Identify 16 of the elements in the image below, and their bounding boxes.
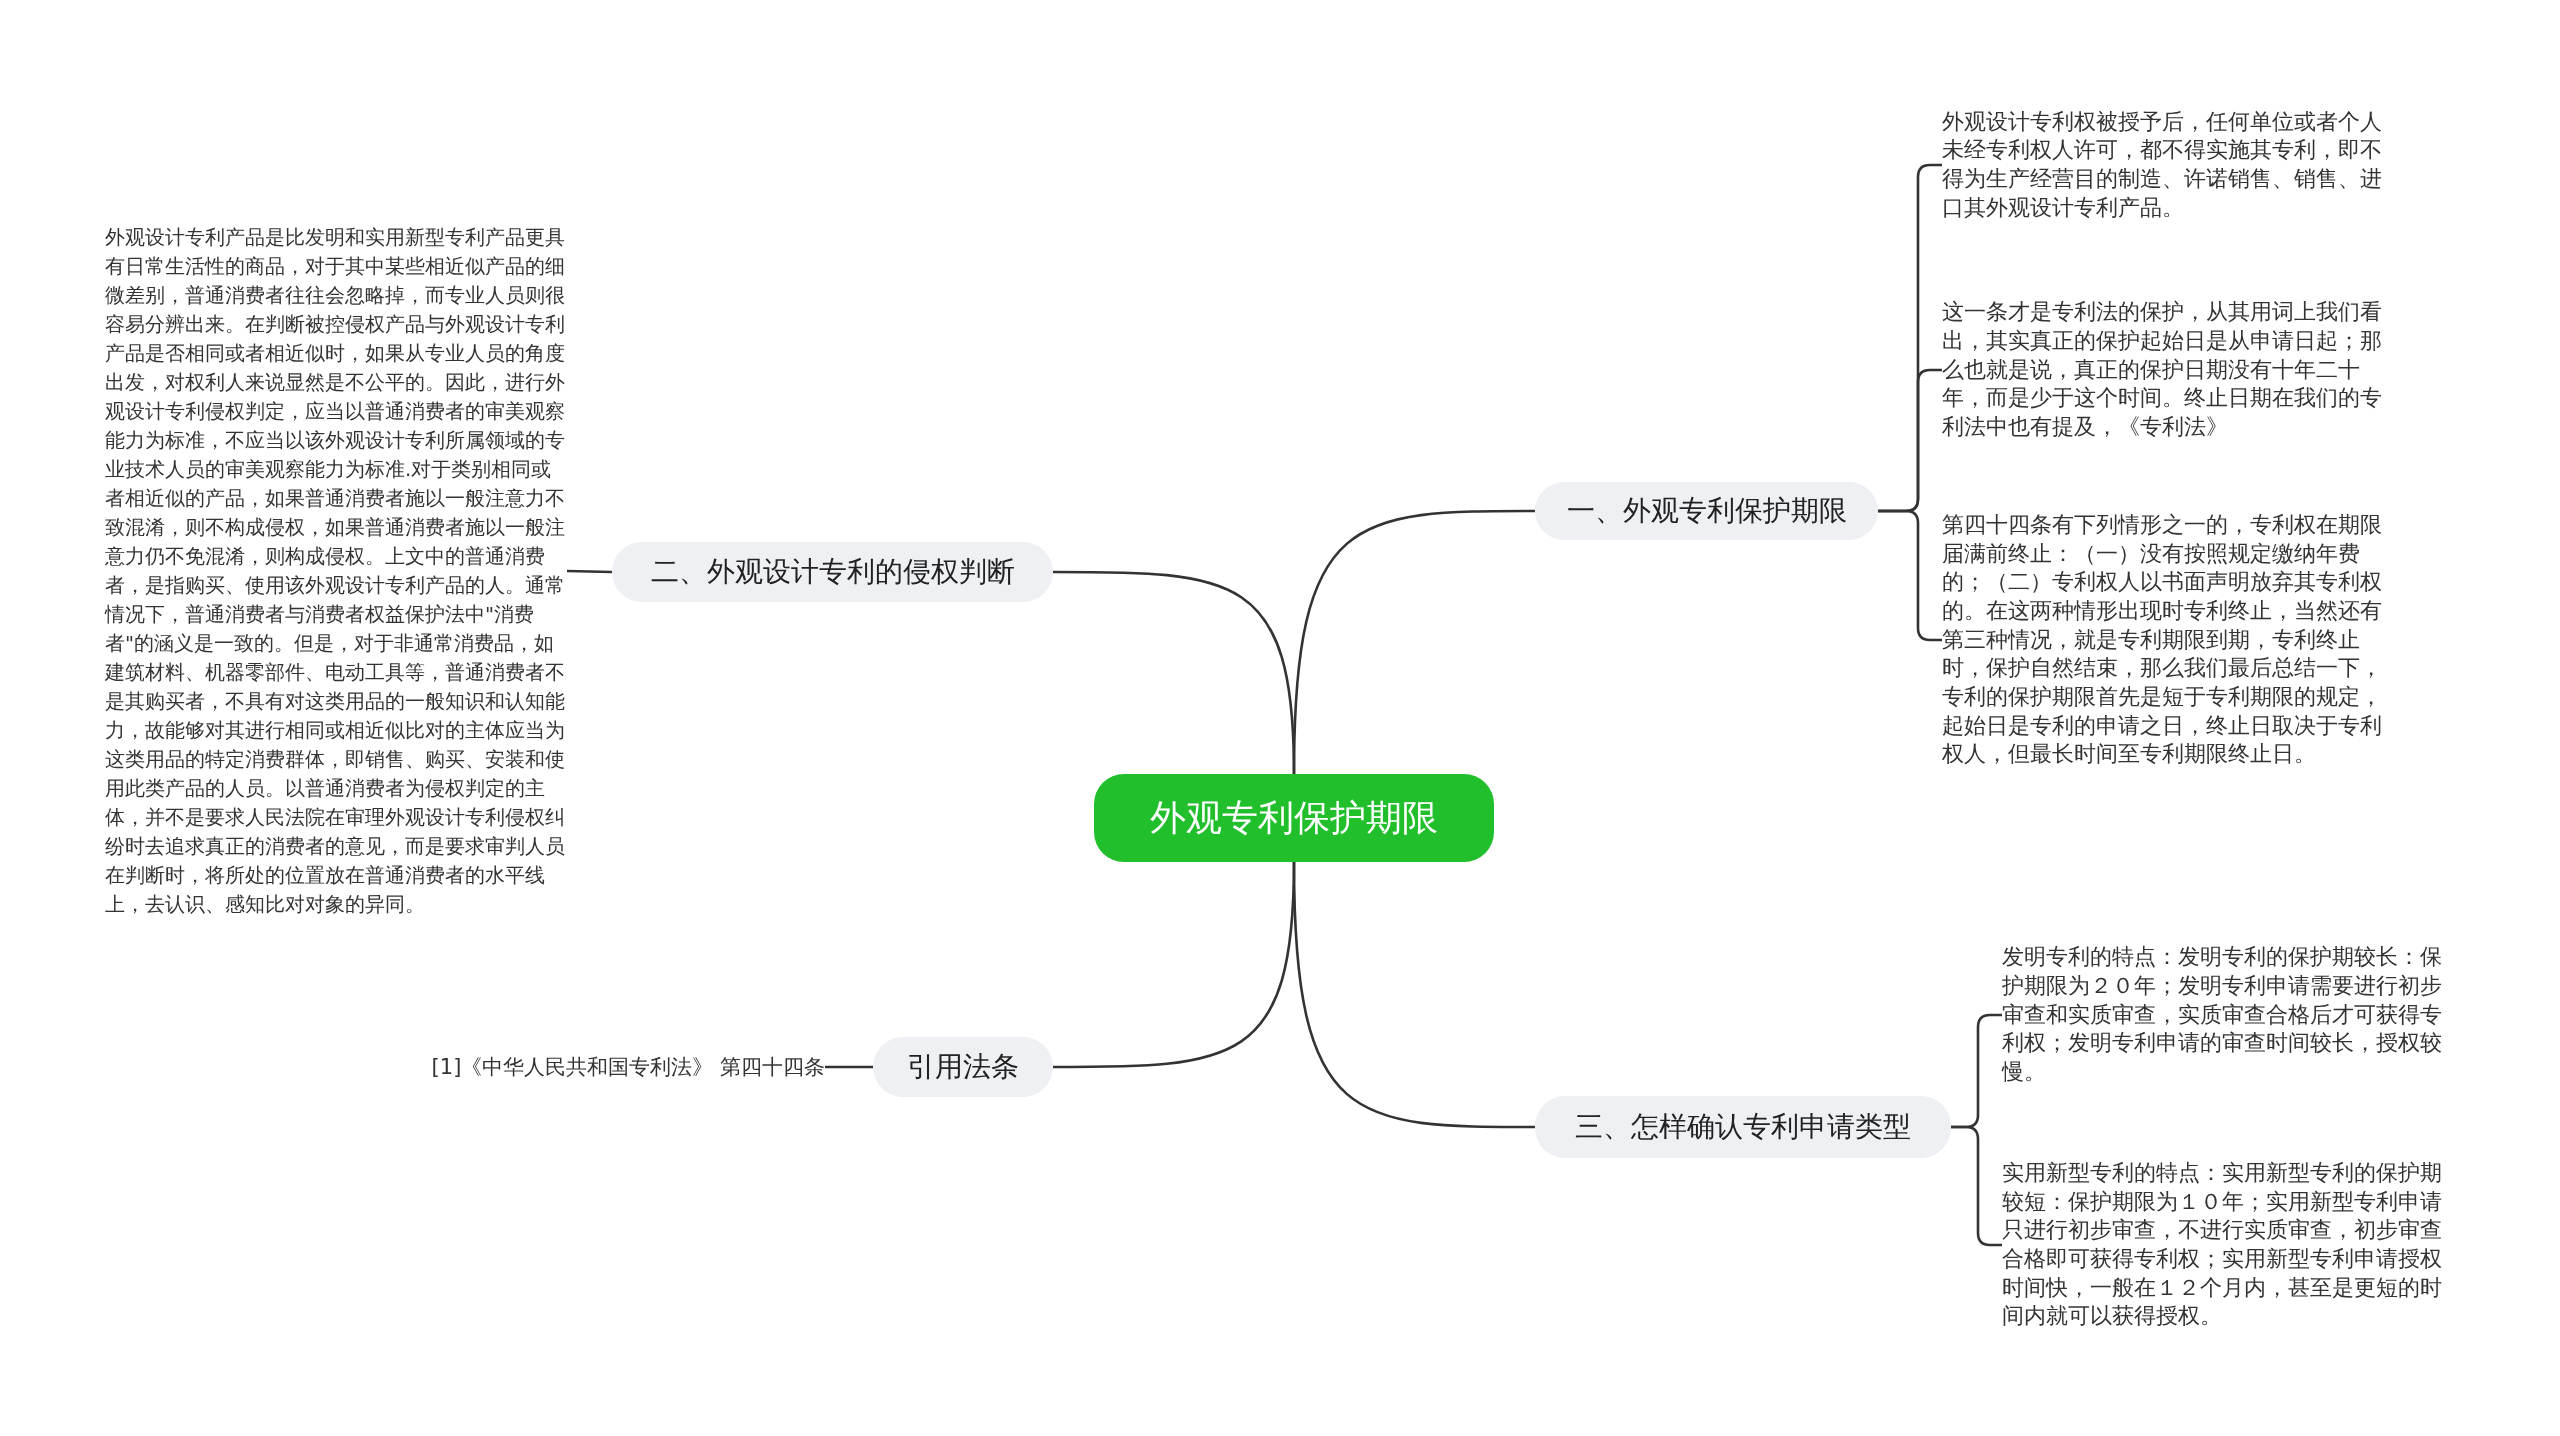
note-text: 这一条才是专利法的保护，从其用词上我们看出，其实真正的保护起始日是从申请日起；那么也就是说，真正的保护日期没有十年二十年，而是少于这个时间。终止日期在我们的专利法中也有提及，《专利法》 xyxy=(1942,298,2383,442)
connector-line xyxy=(1292,861,1535,1129)
note-text: 第四十四条有下列情形之一的，专利权在期限届满前终止：（一）没有按照规定缴纳年费的；（二）专利权人以书面声明放弃其专利权的。在这两种情形出现时专利终止，当然还有第三种情况，就是专利期限到期，专利终止时，保护自然结束，那么我们最后总结一下，专利的保护期限首先是短于专利期限的规定，起始日是专利的申请之日，终止日取决于专利权人，但最长时间至专利期限终止日。 xyxy=(1942,510,2383,769)
topic-pill: 三、怎样确认专利申请类型 xyxy=(1535,1096,1951,1158)
note-text: 实用新型专利的特点：实用新型专利的保护期较短：保护期限为１０年；实用新型专利申请只进行初步审查，不进行实质审查，初步审查合格即可获得专利权；实用新型专利申请授权时间快，一般在１２个月内，甚至是更短的时间内就可以获得授权。 xyxy=(2002,1158,2443,1331)
central-topic: 外观专利保护期限 xyxy=(1094,774,1494,862)
connector-line xyxy=(566,569,613,574)
connector-line xyxy=(825,1065,873,1069)
topic-pill: 引用法条 xyxy=(873,1037,1053,1097)
connector-line xyxy=(1053,570,1296,775)
note-text: 外观设计专利权被授予后，任何单位或者个人未经专利权人许可，都不得实施其专利，即不得为生产经营目的制造、许诺销售、销售、进口其外观设计专利产品。 xyxy=(1942,107,2383,222)
note-text: [1]《中华人民共和国专利法》 第四十四条 xyxy=(431,1053,825,1081)
note-text: 发明专利的特点：发明专利的保护期较长：保护期限为２０年；发明专利申请需要进行初步审查和实质审查，实质审查合格后才可获得专利权；发明专利申请的审查时间较长，授权较慢。 xyxy=(2002,943,2443,1087)
topic-pill: 一、外观专利保护期限 xyxy=(1535,482,1878,540)
topic-pill: 二、外观设计专利的侵权判断 xyxy=(612,542,1053,602)
note-text: 外观设计专利产品是比发明和实用新型专利产品更具有日常生活性的商品，对于其中某些相近似产品的细微差别，普通消费者往往会忽略掉，而专业人员则很容易分辨出来。在判断被控侵权产品与外观设计专利产品是否相同或者相近似时，如果从专业人员的角度出发，对权利人来说显然是不公平的。因此，进行外观设计专利侵权判定，应当以普通消费者的审美观察能力为标准，不应当以该外观设计专利所属领域的专业技术人员的审美观察能力为标准.对于类别相同或者相近似的产品，如果普通消费者施以一般注意力不致混淆，则不构成侵权，如果普通消费者施以一般注意力仍不免混淆，则构成侵权。上文中的普通消费者，是指购买、使用该外观设计专利产品的人。通常情况下，普通消费者与消费者权益保护法中"消费者"的涵义是一致的。但是，对于非通常消费品，如建筑材料、机器零部件、电动工具等，普通消费者不是其购买者，不具有对这类用品的一般知识和认知能力，故能够对其进行相同或相近似比对的主体应当为这类用品的特定消费群体，即销售、购买、安装和使用此类产品的人员。以普通消费者为侵权判定的主体，并不是要求人民法院在审理外观设计专利侵权纠纷时去追求真正的消费者的意见，而是要求审判人员在判断时，将所处的位置放在普通消费者的水平线上，去认识、感知比对对象的异同。 xyxy=(105,225,566,918)
